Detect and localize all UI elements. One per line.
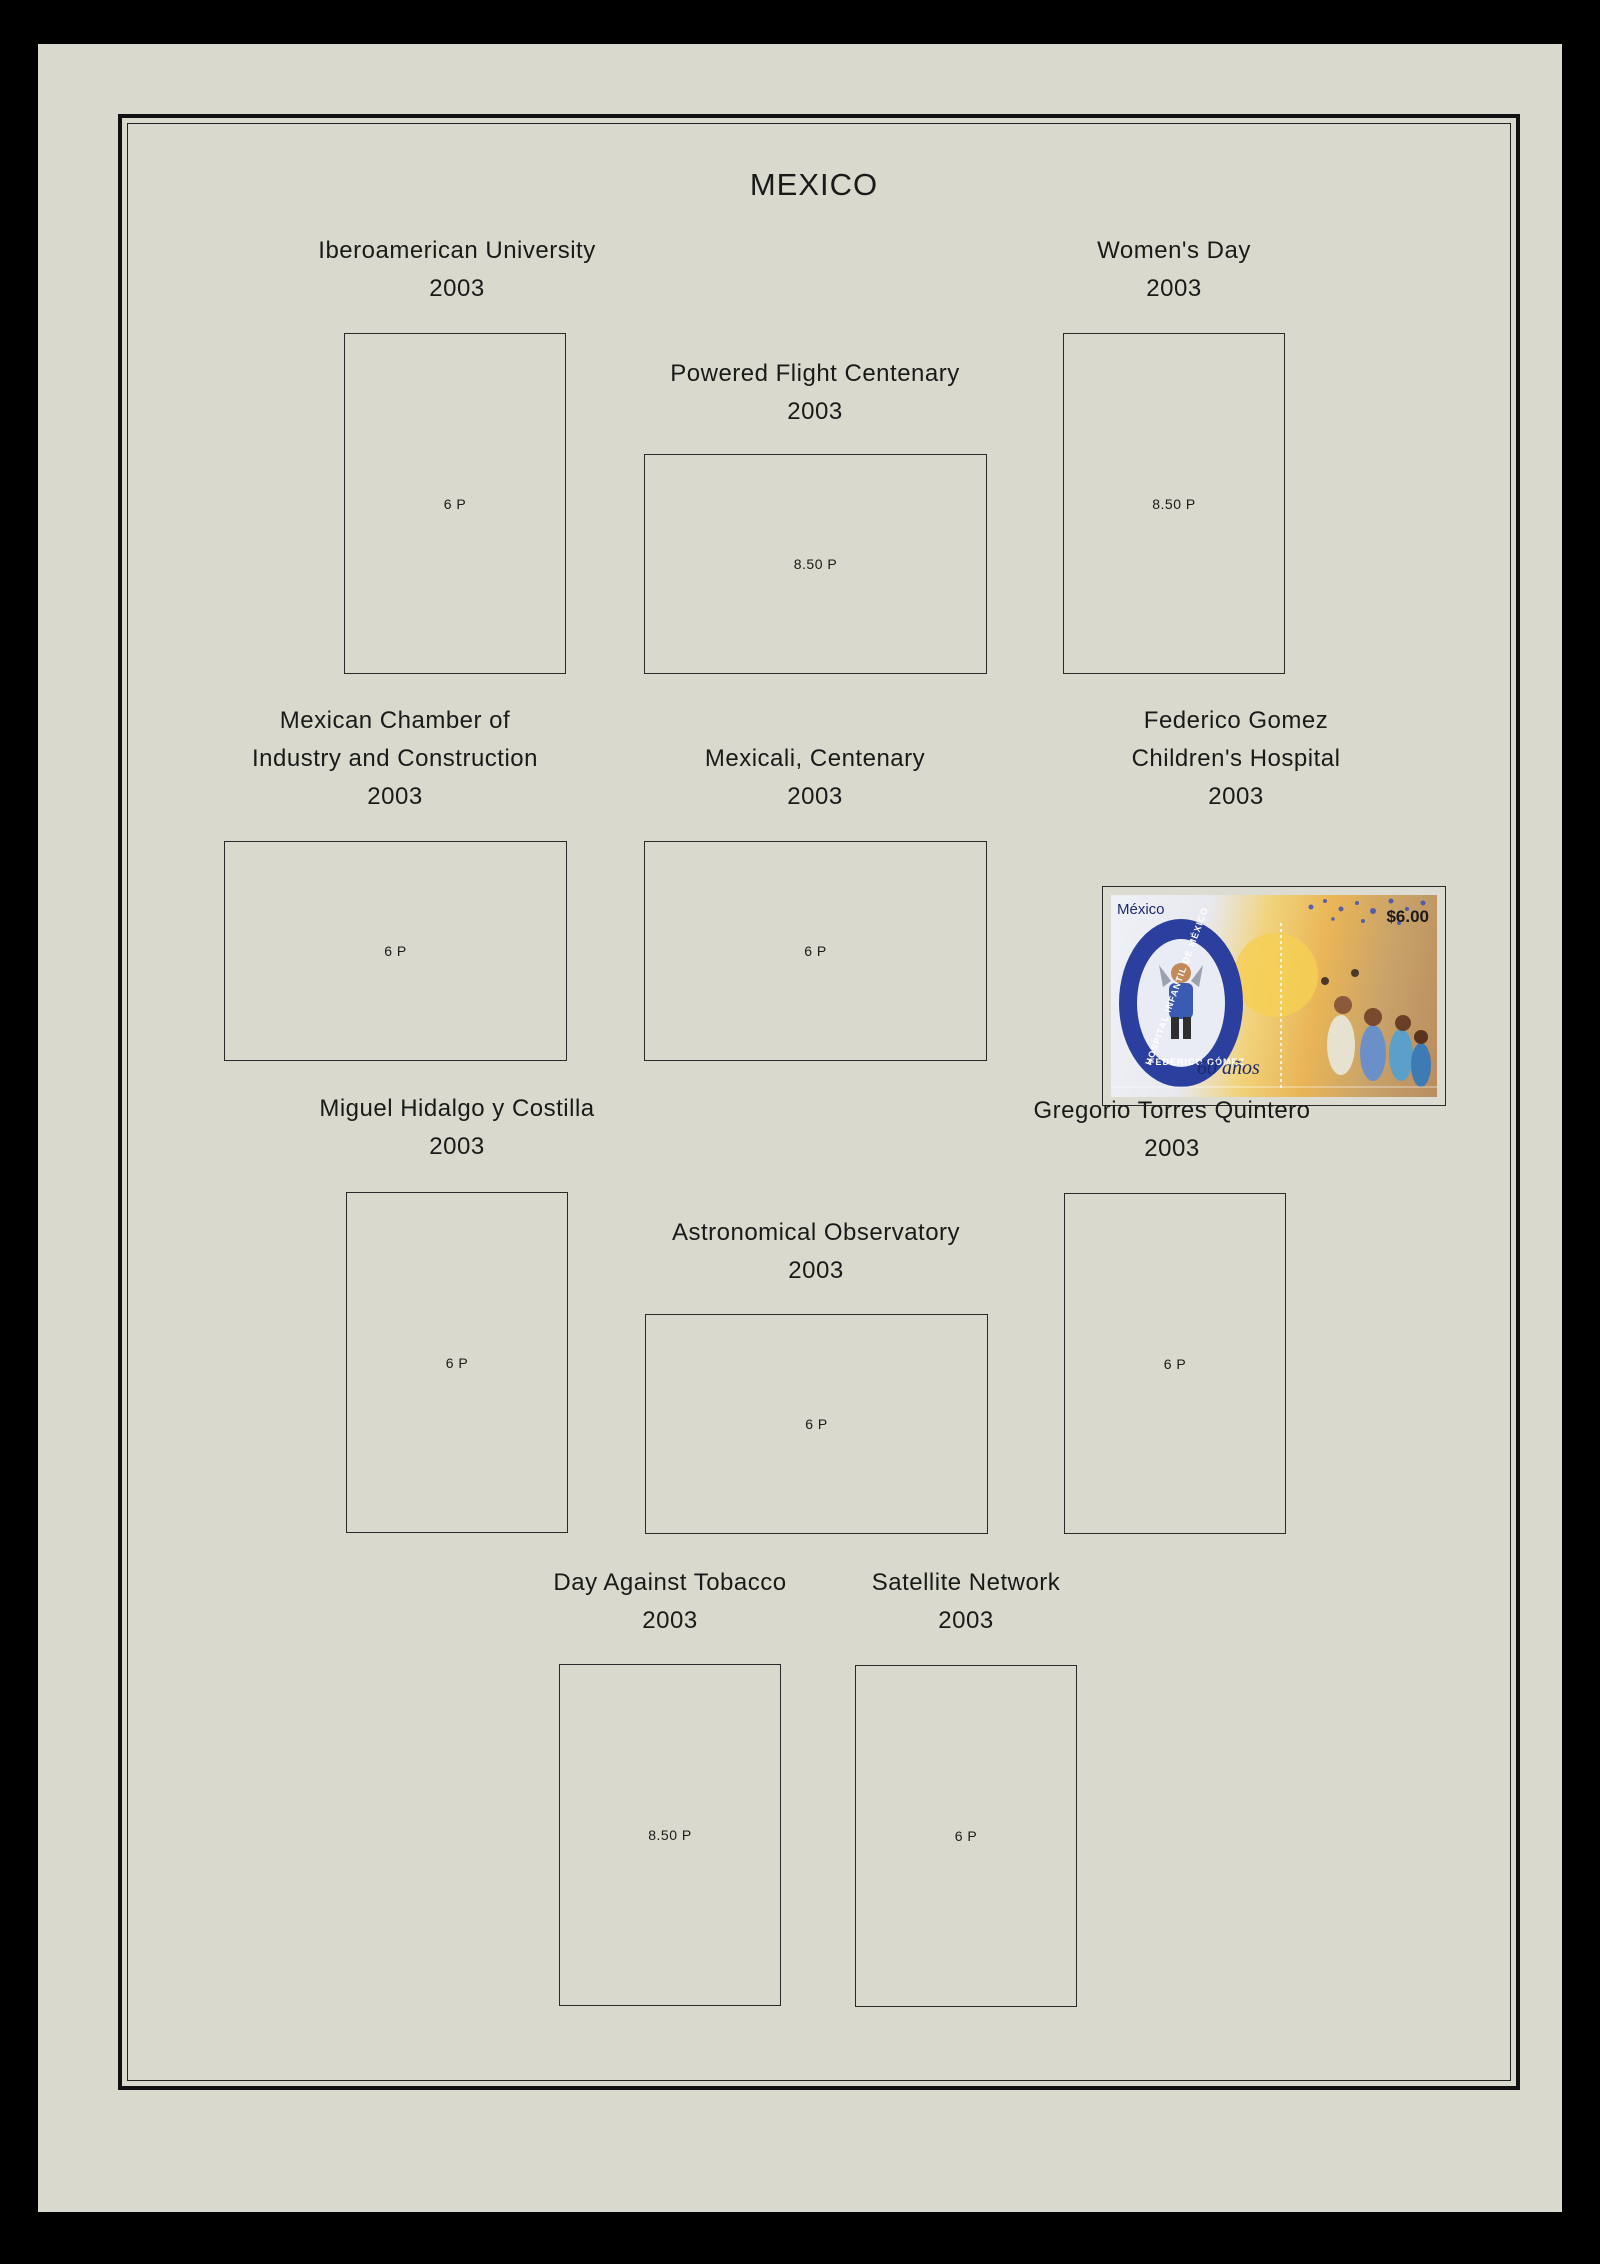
page-border (118, 114, 1520, 2090)
denomination-label: 6 P (445, 1354, 469, 1371)
album-page: MEXICO Iberoamerican University 2003 6 P… (38, 44, 1562, 2212)
denomination-label: 6 P (805, 1416, 828, 1432)
denomination-label: 8.50 P (793, 556, 838, 572)
issue-title-hidalgo: Miguel Hidalgo y Costilla 2003 (319, 1090, 594, 1166)
title-line: Satellite Network (871, 1569, 1061, 1596)
stamp-slot-iberoamerican[interactable]: 6 P (344, 333, 566, 674)
title-year: 2003 (429, 1133, 485, 1160)
denomination-label: 6 P (954, 1828, 978, 1844)
issue-title-chamber: Mexican Chamber of Industry and Construc… (252, 702, 538, 816)
title-year: 2003 (787, 783, 843, 810)
issue-title-federico-gomez: Federico Gomez Children's Hospital 2003 (1132, 702, 1341, 816)
denomination-label: 6 P (804, 943, 827, 959)
stamp-slot-chamber[interactable]: 6 P (224, 841, 567, 1061)
issue-title-powered-flight: Powered Flight Centenary 2003 (670, 355, 959, 431)
stamp-slot-mexicali[interactable]: 6 P (644, 841, 987, 1061)
issue-title-observatory: Astronomical Observatory 2003 (672, 1214, 960, 1290)
stamp-slot-womens-day[interactable]: 8.50 P (1063, 333, 1285, 674)
stamp-anniversary: 60 años (1197, 1057, 1260, 1079)
title-line: Gregorio Torres Quintero (1033, 1097, 1311, 1124)
stamp-slot-torres-quintero[interactable]: 6 P (1064, 1193, 1286, 1534)
title-line: Iberoamerican University (318, 237, 596, 264)
mounted-stamp-federico-gomez[interactable]: México $6.00 HOSPITAL INFANTIL DE MÉXICO… (1102, 886, 1446, 1106)
title-year: 2003 (938, 1607, 994, 1634)
children-figures (1321, 969, 1431, 1087)
stamp-value: $6.00 (1386, 907, 1429, 926)
stamp-slot-hidalgo[interactable]: 6 P (346, 1192, 568, 1533)
issue-title-torres-quintero: Gregorio Torres Quintero 2003 (1033, 1092, 1310, 1168)
title-line: Children's Hospital (1131, 745, 1341, 772)
page-title: MEXICO (749, 167, 879, 202)
title-line: Astronomical Observatory (671, 1219, 961, 1246)
title-line: Industry and Construction (252, 745, 538, 772)
issue-title-tobacco: Day Against Tobacco 2003 (553, 1564, 786, 1640)
denomination-label: 8.50 P (648, 1827, 692, 1843)
title-year: 2003 (787, 398, 843, 425)
issue-title-womens-day: Women's Day 2003 (1097, 232, 1251, 308)
stamp-slot-tobacco[interactable]: 8.50 P (559, 1664, 781, 2006)
page-border-inner (127, 123, 1511, 2081)
title-year: 2003 (788, 1257, 844, 1284)
title-year: 2003 (367, 783, 423, 810)
title-year: 2003 (1208, 783, 1264, 810)
title-year: 2003 (1146, 275, 1202, 302)
title-year: 2003 (642, 1607, 698, 1634)
stamp-artwork: México $6.00 HOSPITAL INFANTIL DE MÉXICO… (1111, 895, 1437, 1097)
stamp-country: México (1117, 901, 1165, 918)
title-line: Day Against Tobacco (553, 1569, 787, 1596)
stamp-illustration (1111, 898, 1437, 1091)
denomination-label: 8.50 P (1152, 495, 1196, 512)
title-line: Women's Day (1097, 237, 1251, 264)
title-year: 2003 (429, 275, 485, 302)
stamp-slot-powered-flight[interactable]: 8.50 P (644, 454, 987, 674)
title-year: 2003 (1144, 1135, 1200, 1162)
stamp-slot-satellite[interactable]: 6 P (855, 1665, 1077, 2007)
denomination-label: 6 P (384, 943, 407, 959)
title-line: Powered Flight Centenary (670, 360, 960, 387)
issue-title-mexicali: Mexicali, Centenary 2003 (705, 740, 925, 816)
issue-title-satellite: Satellite Network 2003 (872, 1564, 1061, 1640)
title-line: Mexicali, Centenary (704, 745, 926, 772)
medallion-figure (1159, 963, 1203, 1039)
title-line: Federico Gomez (1143, 707, 1329, 734)
issue-title-iberoamerican: Iberoamerican University 2003 (318, 232, 595, 308)
stamp-slot-observatory[interactable]: 6 P (645, 1314, 988, 1534)
sun-shape (1234, 933, 1318, 1017)
stamp-ring-bottom: FEDERICO GÓMEZ (1149, 1057, 1246, 1067)
stars-decoration (1308, 898, 1426, 925)
denomination-label: 6 P (443, 495, 467, 512)
denomination-label: 6 P (1163, 1355, 1187, 1372)
title-line: Mexican Chamber of (279, 707, 511, 734)
title-line: Miguel Hidalgo y Costilla (319, 1095, 595, 1122)
